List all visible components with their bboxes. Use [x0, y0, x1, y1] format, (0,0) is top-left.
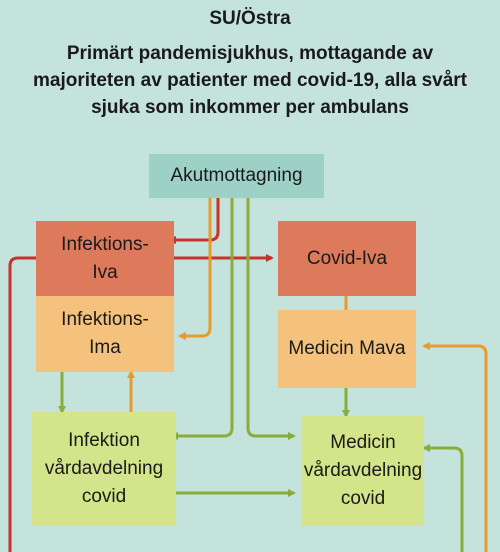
node-medicin-vardavdelning-line1: Medicin [330, 432, 396, 453]
node-covid-iva: Covid-Iva [278, 221, 416, 296]
node-medicin-mava-label: Medicin Mava [288, 338, 406, 359]
arrow-right-green-to-medicin-ward [422, 444, 464, 552]
node-infektions-iva: Infektions- Iva [36, 221, 174, 296]
node-infektions-iva-line2: Iva [92, 261, 118, 283]
arrow-akut-to-infektion-ward [170, 198, 234, 440]
arrow-right-orange-to-mava [422, 342, 488, 552]
arrow-left-red-loop [8, 256, 36, 552]
arrow-akut-to-medicin-ward [246, 198, 296, 440]
site-title: SU/Östra [209, 8, 291, 29]
node-infektions-ima: Infektions- Ima [36, 296, 174, 372]
node-infektion-vardavdelning-line1: Infektion [68, 430, 140, 451]
site-description: Primärt pandemisjukhus, mottagande av ma… [32, 43, 467, 118]
node-infektion-vardavdelning: Infektion vårdavdelning covid [32, 412, 176, 526]
node-infektions-ima-line2: Ima [89, 337, 121, 358]
node-infektion-vardavdelning-line2: vårdavdelning [44, 458, 164, 479]
node-infektion-vardavdelning-line3: covid [81, 486, 127, 507]
node-infektions-iva-line1: Infektions- [61, 233, 149, 255]
node-medicin-vardavdelning-line3: covid [340, 488, 386, 509]
node-akutmottagning-label: Akutmottagning [170, 165, 303, 186]
node-medicin-vardavdelning-line2: vårdavdelning [303, 460, 423, 481]
arrow-akut-to-ima [178, 198, 212, 340]
node-akutmottagning: Akutmottagning [149, 154, 324, 198]
node-medicin-mava: Medicin Mava [278, 310, 416, 388]
node-covid-iva-label: Covid-Iva [306, 247, 388, 269]
node-infektions-ima-line1: Infektions- [61, 309, 149, 330]
node-medicin-vardavdelning: Medicin vårdavdelning covid [302, 416, 424, 526]
